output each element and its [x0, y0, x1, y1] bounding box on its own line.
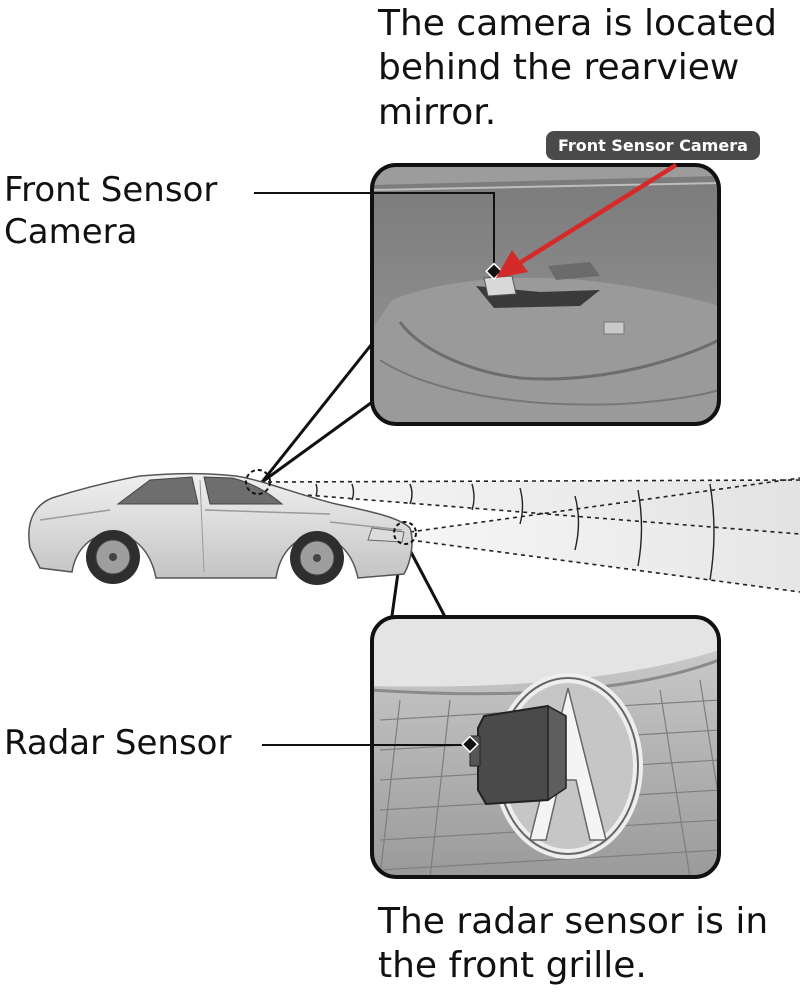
car-illustration: [28, 472, 413, 585]
camera-leader-line: [254, 192, 495, 271]
camera-callout-wedge: [260, 338, 377, 484]
radar-location-marker: [393, 521, 417, 545]
radar-leader-dot: [461, 735, 479, 754]
radar-beam: [410, 478, 800, 592]
camera-location-marker: [245, 469, 271, 495]
radar-inset-panel: [370, 615, 721, 879]
radar-sensor-label: Radar Sensor: [4, 723, 232, 763]
camera-location-caption: The camera is located behind the rearvie…: [378, 3, 777, 133]
front-sensor-camera-label: Front Sensor Camera: [4, 170, 218, 252]
camera-indicator-arrow: [496, 163, 678, 278]
detection-beams: [267, 477, 800, 593]
radar-location-caption: The radar sensor is in the front grille.: [378, 901, 769, 987]
camera-inset-panel: [370, 163, 721, 426]
front-sensor-camera-tag: Front Sensor Camera: [546, 131, 760, 160]
